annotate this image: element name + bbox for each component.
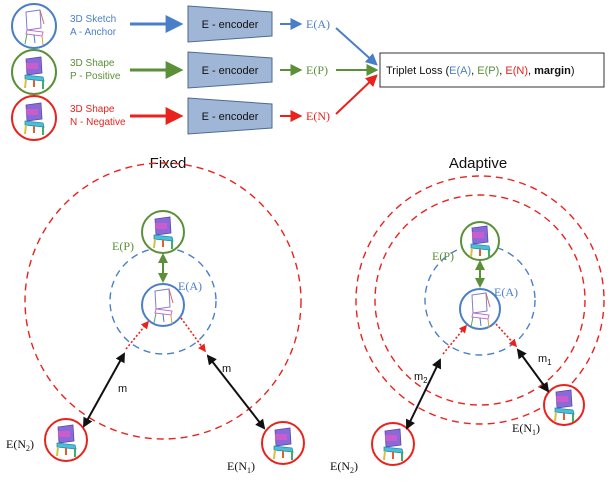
positive-encoder-label: E - encoder: [202, 65, 259, 77]
negative-encoder: [187, 97, 273, 135]
positive-subtitle: P - Positive: [70, 71, 121, 82]
fixed-title: Fixed: [150, 155, 187, 172]
adaptive-panel: E(P) E(A) E(N2) m2 E(N1) m1: [330, 175, 605, 475]
fixed-anchor-negative-2-arrow: [125, 320, 150, 350]
adaptive-outer-margin-ring: [355, 175, 605, 425]
adaptive-margin-right-arrow: [516, 348, 550, 393]
loss-arg-p: E(P): [477, 65, 499, 77]
fixed-anchor-node: [141, 283, 185, 327]
positive-title: 3D Shape: [70, 58, 115, 69]
loss-formula: Triplet Loss (E(A), E(P), E(N), margin): [386, 65, 575, 77]
adaptive-title: Adaptive: [449, 155, 507, 172]
anchor-icon-circle: [11, 3, 57, 49]
adaptive-margin-right-label: m1: [538, 353, 552, 367]
loss-sep-1: ,: [471, 65, 477, 77]
fixed-positive-label: E(P): [112, 239, 134, 253]
fixed-panel: E(P) E(A) E(N2) m E(N1) m: [6, 162, 305, 475]
anchor-to-loss-arrow: [335, 27, 378, 66]
anchor-embedding: E(A): [306, 17, 330, 31]
positive-row: 3D Shape P - Positive E - encoder E(P): [11, 49, 379, 95]
anchor-title: 3D Sketch: [70, 14, 116, 25]
anchor-row: 3D Sketch A - Anchor E - encoder E(A): [11, 3, 378, 66]
fixed-anchor-ring: [109, 247, 217, 355]
fixed-margin-left-label: m: [118, 383, 127, 395]
adaptive-inner-margin-ring: [374, 194, 586, 406]
loss-sep-3: ,: [528, 65, 534, 77]
triplet-loss-box: Triplet Loss (E(A), E(P), E(N), margin): [379, 52, 605, 88]
adaptive-anchor-negative-1-arrow: [495, 323, 518, 348]
adaptive-negative-1-label: E(N1): [512, 421, 540, 437]
adaptive-negative-2-label: E(N2): [330, 459, 358, 475]
negative-embedding: E(N): [306, 109, 330, 123]
positive-encoder: [187, 51, 273, 89]
adaptive-anchor-label: E(A): [494, 285, 518, 299]
positive-embedding: E(P): [306, 63, 328, 77]
loss-arg-n: E(N): [505, 65, 528, 77]
anchor-subtitle: A - Anchor: [70, 27, 117, 38]
fixed-margin-left-arrow: [83, 352, 125, 428]
adaptive-positive-label: E(P): [432, 249, 454, 263]
loss-box-frame: [379, 52, 605, 88]
adaptive-margin-left-arrow: [405, 358, 442, 430]
loss-sep-2: ,: [499, 65, 505, 77]
adaptive-anchor-negative-2-arrow: [442, 324, 468, 355]
loss-suffix: ): [571, 65, 575, 77]
adaptive-anchor-node: [459, 288, 501, 330]
negative-title: 3D Shape: [70, 104, 115, 115]
fixed-margin-right-arrow: [206, 354, 266, 430]
negative-subtitle: N - Negative: [70, 117, 126, 128]
fixed-negative-2-label: E(N2): [6, 437, 34, 453]
negative-to-loss-arrow: [335, 74, 378, 115]
negative-encoder-label: E - encoder: [202, 111, 259, 123]
anchor-encoder: [187, 5, 273, 43]
fixed-anchor-negative-1-arrow: [180, 317, 206, 353]
fixed-margin-ring: [24, 162, 302, 440]
adaptive-margin-left-label: m2: [414, 371, 428, 385]
negative-row: 3D Shape N - Negative E - encoder E(N): [11, 74, 378, 141]
loss-arg-margin: margin: [534, 65, 571, 77]
fixed-anchor-label: E(A): [178, 279, 202, 293]
fixed-negative-1-label: E(N1): [227, 459, 255, 475]
loss-arg-a: E(A): [449, 65, 471, 77]
anchor-encoder-label: E - encoder: [202, 19, 259, 31]
fixed-margin-right-label: m: [222, 363, 231, 375]
loss-prefix: Triplet Loss (: [386, 65, 450, 77]
